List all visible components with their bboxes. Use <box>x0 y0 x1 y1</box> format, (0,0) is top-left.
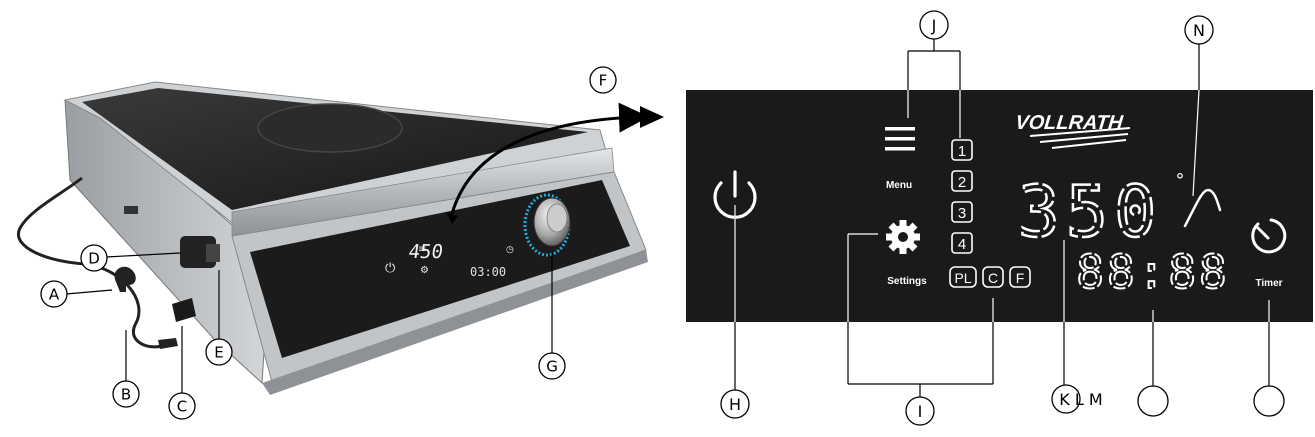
timer-label: Timer <box>1255 278 1282 289</box>
power-cord-connector <box>180 236 220 268</box>
mini-temp-readout: 450 <box>407 240 445 263</box>
svg-text:F: F <box>599 72 608 90</box>
temperature-readout: 350 ° <box>1017 170 1185 255</box>
menu-label: Menu <box>886 180 912 191</box>
svg-text:H: H <box>729 395 741 414</box>
control-knob[interactable] <box>523 193 571 257</box>
svg-text:K L M: K L M <box>1059 390 1102 409</box>
svg-text:C: C <box>177 398 187 416</box>
cooktop-mini-display: ⏻ ≡ ⚙ 450 03:00 ◷ <box>385 240 514 279</box>
mini-menu-icon: ≡ <box>418 244 426 255</box>
callout-c: C <box>168 326 196 420</box>
heat-curve-icon <box>1183 188 1222 228</box>
svg-text:4: 4 <box>958 236 966 253</box>
zoom-arrow-head <box>640 106 664 128</box>
svg-text:2: 2 <box>958 174 966 191</box>
menu-button[interactable]: Menu <box>885 127 915 191</box>
mini-gear-icon: ⚙ <box>420 265 429 276</box>
mini-timer-icon: ◷ <box>506 245 514 255</box>
mode-button-f[interactable]: F <box>1009 266 1031 288</box>
gear-icon <box>886 220 920 254</box>
cooktop-foot <box>124 206 138 214</box>
callout-a: A <box>40 280 113 308</box>
svg-text:I: I <box>918 402 923 421</box>
svg-text:3: 3 <box>958 205 966 222</box>
svg-text:350: 350 <box>1018 171 1162 253</box>
mini-time-readout: 03:00 <box>470 265 506 279</box>
callout-d: D <box>80 244 181 272</box>
svg-text:C: C <box>988 270 998 286</box>
callout-h: H <box>720 205 750 419</box>
menu-icon <box>885 127 915 151</box>
timer-button[interactable]: Timer <box>1251 218 1287 289</box>
svg-text:E: E <box>214 344 223 362</box>
preset-button-2[interactable]: 2 <box>951 170 973 192</box>
callout-g: G <box>538 252 566 380</box>
svg-text:PL: PL <box>954 270 971 286</box>
cord-clip <box>114 266 136 292</box>
mini-power-icon: ⏻ <box>385 261 395 276</box>
callout-m <box>1253 300 1285 417</box>
vollrath-logo: VOLLRATH <box>1014 112 1131 149</box>
mode-buttons: PL C F <box>949 266 1031 288</box>
zoom-arrow <box>450 102 649 215</box>
svg-text:N: N <box>1193 21 1205 40</box>
callout-l <box>1137 310 1169 417</box>
degree-symbol: ° <box>1176 170 1185 191</box>
svg-text:B: B <box>121 386 131 404</box>
settings-label: Settings <box>887 276 927 287</box>
svg-text:A: A <box>49 286 60 304</box>
mode-button-c[interactable]: C <box>982 266 1004 288</box>
callout-f: F <box>589 66 617 94</box>
preset-button-4[interactable]: 4 <box>951 232 973 254</box>
svg-text:VOLLRATH: VOLLRATH <box>1014 112 1124 134</box>
callout-i: I <box>847 233 994 426</box>
induction-cooktop-illustration: ⏻ ≡ ⚙ 450 03:00 ◷ <box>16 81 648 395</box>
accessory-block <box>172 298 196 322</box>
preset-button-3[interactable]: 3 <box>951 201 973 223</box>
callout-b: B <box>112 330 140 408</box>
zoom-arrow-tail <box>446 212 458 224</box>
control-panel <box>686 90 1313 322</box>
cooking-zone <box>257 103 403 153</box>
svg-text:J: J <box>931 16 937 35</box>
time-readout: 88:88 <box>1076 245 1229 299</box>
callout-j: J <box>907 10 961 138</box>
svg-text:F: F <box>1016 270 1025 286</box>
callout-n: N <box>1184 15 1214 197</box>
cord-plug <box>158 338 178 349</box>
preset-buttons: 1 2 3 4 <box>951 139 973 254</box>
svg-text:G: G <box>546 358 558 376</box>
mode-button-pl[interactable]: PL <box>949 266 977 288</box>
svg-text:1: 1 <box>958 143 966 160</box>
preset-button-1[interactable]: 1 <box>951 139 973 161</box>
callout-k: K L M <box>1051 240 1103 414</box>
callout-e: E <box>205 270 233 366</box>
svg-text:D: D <box>88 250 100 268</box>
timer-icon <box>1251 218 1287 254</box>
